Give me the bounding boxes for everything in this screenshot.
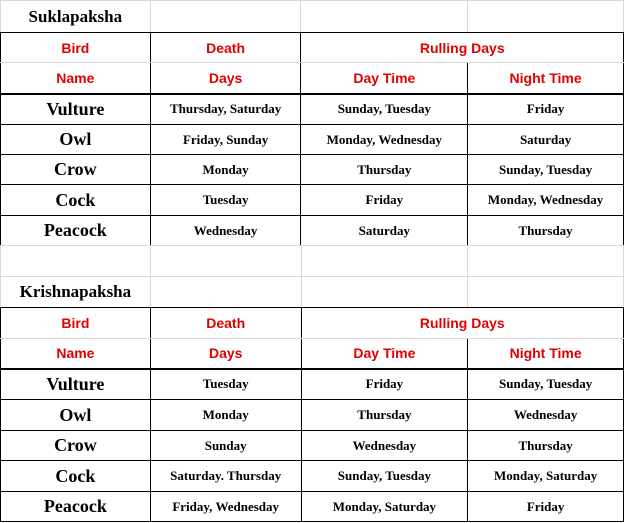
bird-name: Peacock — [0, 491, 151, 522]
empty-cell — [149, 245, 302, 277]
table-row: Vulture Tuesday Friday Sunday, Tuesday — [0, 368, 624, 400]
day-time: Thursday — [300, 399, 469, 431]
bird-name: Crow — [0, 430, 151, 461]
death-days: Sunday — [149, 430, 302, 461]
day-time: Thursday — [300, 154, 469, 185]
death-days: Monday — [149, 399, 302, 431]
death-days: Thursday, Saturday — [149, 93, 302, 125]
day-time: Wednesday — [300, 430, 469, 461]
night-time: Thursday — [467, 215, 624, 246]
bird-name: Cock — [0, 184, 151, 216]
spacer-row — [0, 245, 624, 277]
night-time-subheader: Night Time — [467, 62, 624, 95]
section-title: Suklapaksha — [0, 0, 151, 33]
night-time: Wednesday — [467, 399, 624, 431]
bird-name: Vulture — [0, 368, 151, 400]
night-time-subheader: Night Time — [467, 338, 624, 370]
empty-cell — [467, 0, 624, 33]
empty-cell — [300, 276, 469, 308]
rulling-days-header: Rulling Days — [300, 307, 624, 339]
empty-cell — [467, 245, 624, 277]
night-time: Monday, Wednesday — [467, 184, 624, 216]
table-row: Peacock Friday, Wednesday Monday, Saturd… — [0, 491, 624, 522]
table-row: Cock Tuesday Friday Monday, Wednesday — [0, 184, 624, 216]
empty-cell — [300, 245, 469, 277]
day-time: Friday — [300, 368, 469, 400]
death-days: Monday — [149, 154, 302, 185]
bird-name: Peacock — [0, 215, 151, 246]
night-time: Sunday, Tuesday — [467, 154, 624, 185]
death-days: Tuesday — [149, 368, 302, 400]
name-subheader: Name — [0, 62, 151, 95]
section-title: Krishnapaksha — [0, 276, 151, 308]
bird-header: Bird — [0, 307, 151, 339]
death-days: Saturday. Thursday — [149, 460, 302, 492]
day-time: Monday, Wednesday — [300, 124, 469, 155]
empty-cell — [300, 0, 469, 33]
night-time: Friday — [467, 93, 624, 125]
bird-name: Crow — [0, 154, 151, 185]
death-days: Wednesday — [149, 215, 302, 246]
table-row: Vulture Thursday, Saturday Sunday, Tuesd… — [0, 93, 624, 125]
day-time: Monday, Saturday — [300, 491, 469, 522]
night-time: Monday, Saturday — [467, 460, 624, 492]
bird-name: Owl — [0, 399, 151, 431]
day-time: Saturday — [300, 215, 469, 246]
days-subheader: Days — [149, 338, 302, 370]
day-time: Sunday, Tuesday — [300, 93, 469, 125]
table-row: Crow Monday Thursday Sunday, Tuesday — [0, 154, 624, 185]
table-row: Cock Saturday. Thursday Sunday, Tuesday … — [0, 460, 624, 492]
krishnapaksha-table: Krishnapaksha Bird Death Rulling Days Na… — [0, 276, 624, 522]
empty-cell — [149, 276, 302, 308]
empty-cell — [467, 276, 624, 308]
day-time: Sunday, Tuesday — [300, 460, 469, 492]
death-days: Tuesday — [149, 184, 302, 216]
rulling-days-header: Rulling Days — [300, 32, 624, 63]
name-subheader: Name — [0, 338, 151, 370]
table-row: Peacock Wednesday Saturday Thursday — [0, 215, 624, 246]
day-time-subheader: Day Time — [300, 62, 469, 95]
day-time-subheader: Day Time — [300, 338, 469, 370]
bird-header: Bird — [0, 32, 151, 63]
bird-name: Vulture — [0, 93, 151, 125]
death-days: Friday, Wednesday — [149, 491, 302, 522]
death-days: Friday, Sunday — [149, 124, 302, 155]
table-row: Crow Sunday Wednesday Thursday — [0, 430, 624, 461]
suklapaksha-table: Suklapaksha Bird Death Rulling Days Name… — [0, 0, 624, 246]
night-time: Thursday — [467, 430, 624, 461]
empty-cell — [0, 245, 151, 277]
bird-name: Cock — [0, 460, 151, 492]
death-header: Death — [149, 307, 302, 339]
day-time: Friday — [300, 184, 469, 216]
night-time: Sunday, Tuesday — [467, 368, 624, 400]
table-row: Owl Monday Thursday Wednesday — [0, 399, 624, 431]
days-subheader: Days — [149, 62, 302, 95]
empty-cell — [149, 0, 302, 33]
night-time: Friday — [467, 491, 624, 522]
death-header: Death — [149, 32, 302, 63]
night-time: Saturday — [467, 124, 624, 155]
table-row: Owl Friday, Sunday Monday, Wednesday Sat… — [0, 124, 624, 155]
bird-name: Owl — [0, 124, 151, 155]
